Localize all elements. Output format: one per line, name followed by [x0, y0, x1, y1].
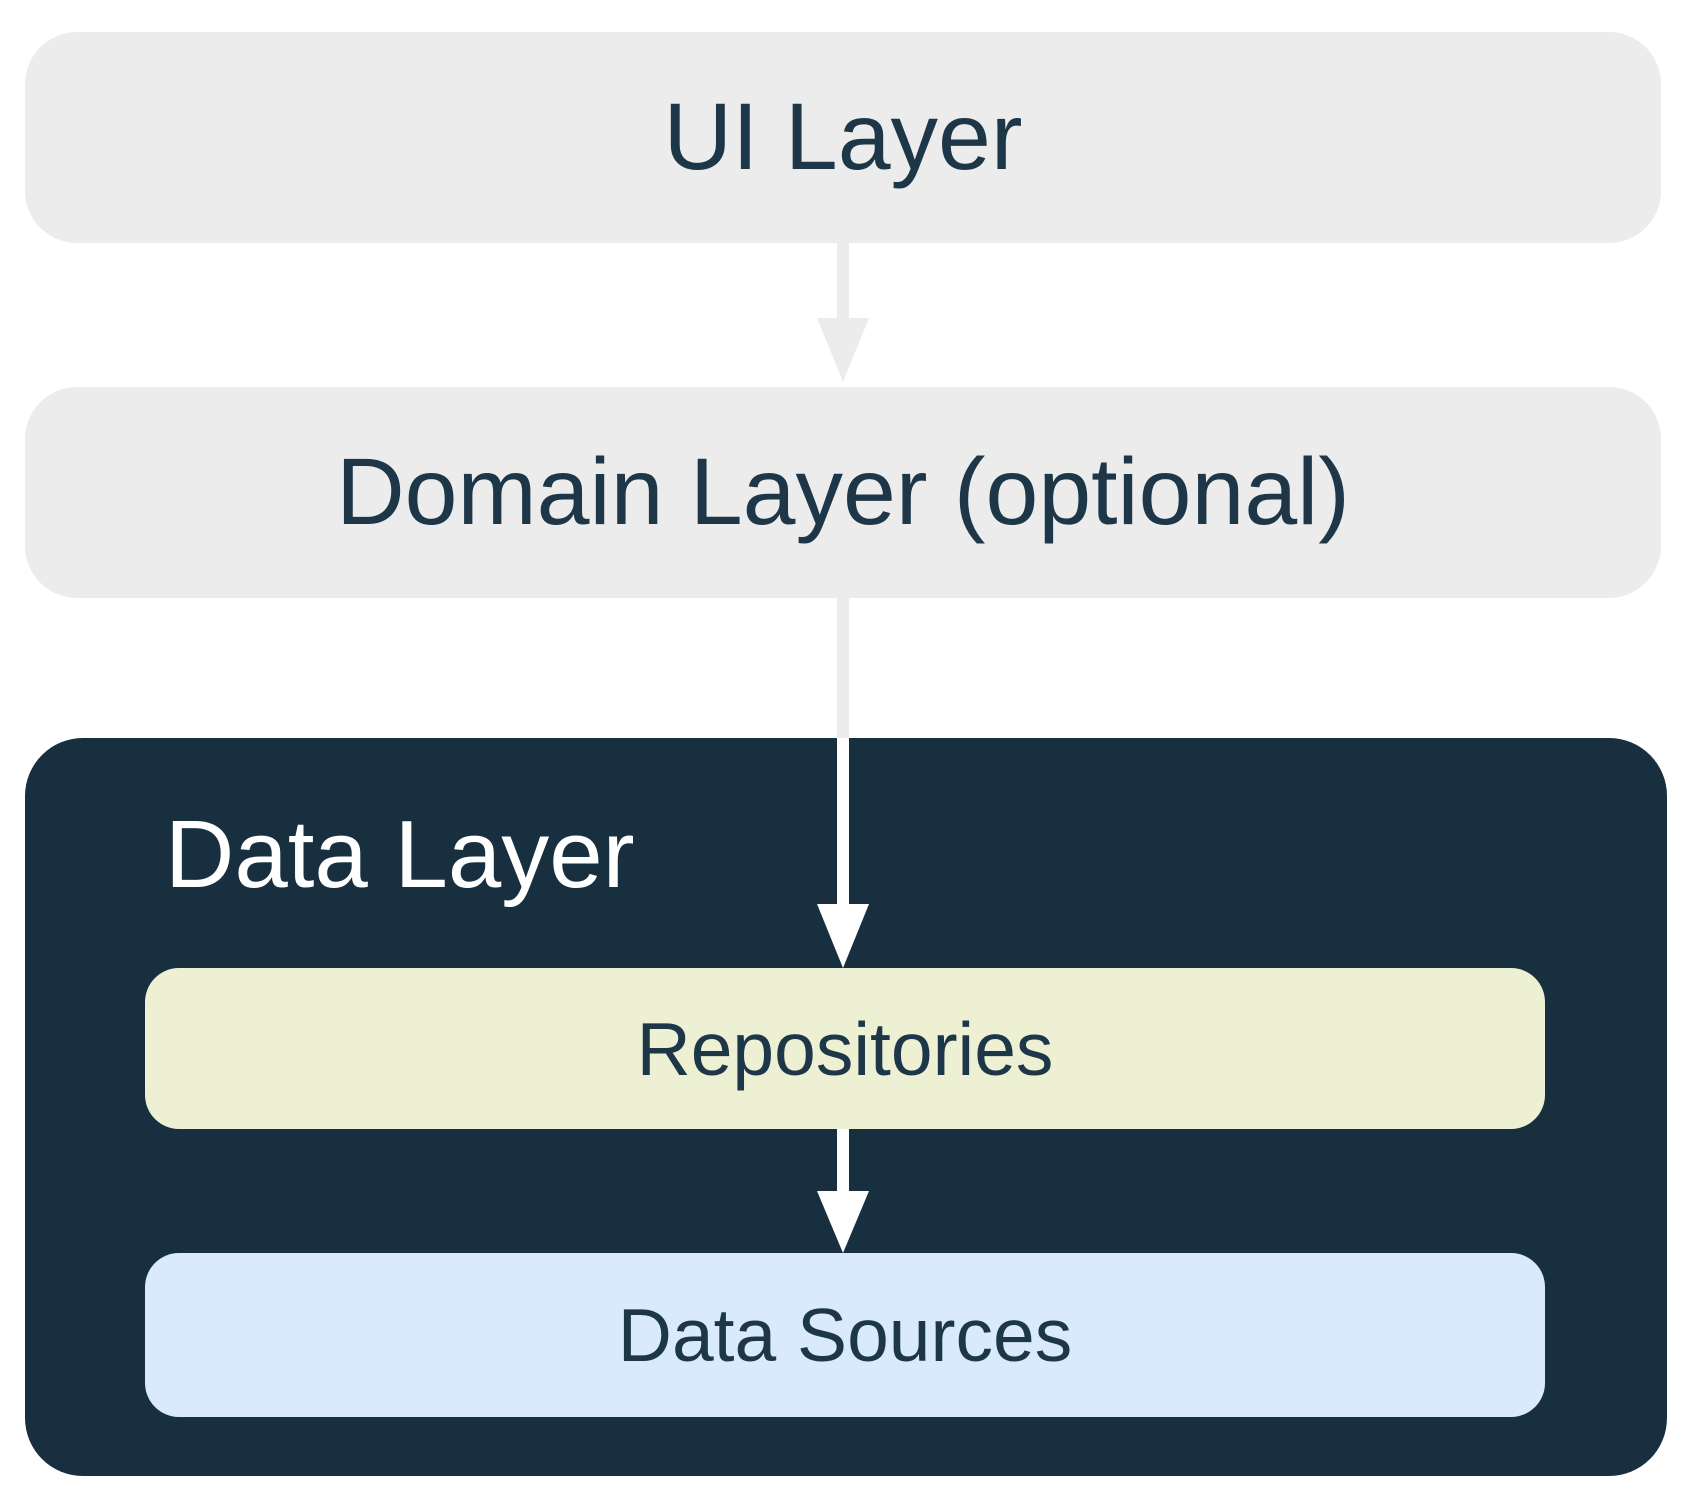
repositories-label: Repositories [636, 1006, 1054, 1091]
ui-layer-label: UI Layer [663, 84, 1023, 190]
arrow-domain-to-repositories-head-icon [817, 904, 869, 968]
data-layer-label: Data Layer [165, 801, 635, 908]
data-sources-box: Data Sources [145, 1253, 1545, 1417]
arrow-repositories-to-data-sources-head-icon [817, 1191, 869, 1253]
arrow-domain-to-repositories-stem-outer [837, 598, 849, 738]
domain-layer-label: Domain Layer (optional) [336, 439, 1350, 545]
repositories-box: Repositories [145, 968, 1545, 1129]
arrow-ui-to-domain-stem [837, 243, 849, 318]
data-sources-label: Data Sources [617, 1293, 1073, 1377]
arrow-repositories-to-data-sources-stem [837, 1129, 849, 1191]
arrow-domain-to-repositories-stem-inner [837, 738, 849, 904]
arrow-ui-to-domain-head-icon [817, 318, 869, 382]
domain-layer-box: Domain Layer (optional) [25, 387, 1661, 598]
ui-layer-box: UI Layer [25, 32, 1661, 243]
